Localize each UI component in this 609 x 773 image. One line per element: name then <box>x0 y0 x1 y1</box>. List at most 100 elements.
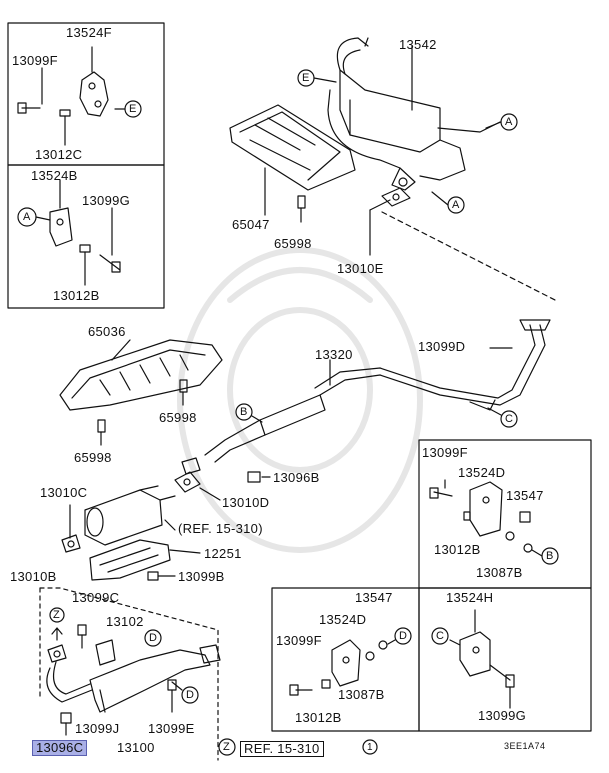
arrow-up-marker <box>51 627 63 641</box>
part-label-12251: 12251 <box>204 546 242 561</box>
part-label-13099J: 13099J <box>75 721 120 736</box>
part-label-13099F-lower: 13099F <box>276 633 322 648</box>
part-label-13099G-right: 13099G <box>478 708 527 723</box>
part-label-65998-upper: 65998 <box>274 236 312 251</box>
ref-marker-bottom <box>218 738 378 756</box>
part-label-13012B-right: 13012B <box>434 542 481 557</box>
diagram-code: 3EE1A74 <box>504 741 546 751</box>
part-label-13012C: 13012C <box>35 147 83 162</box>
part-label-13010B: 13010B <box>10 569 57 584</box>
bolt-13099C-drawing <box>77 624 87 649</box>
callout-letter-A-1: A <box>23 211 31 223</box>
part-label-13099C: 13099C <box>72 590 120 605</box>
part-label-13010C: 13010C <box>40 485 88 500</box>
front-pipe-13100-drawing <box>46 639 221 713</box>
nut-13096B-drawing <box>247 471 271 483</box>
catalytic-converter-drawing <box>61 485 176 553</box>
bolt-65998-lower <box>97 419 106 446</box>
hanger-13524D-upper-drawing <box>429 479 533 553</box>
callout-A-muffler-bottom <box>431 191 465 214</box>
part-label-13010E: 13010E <box>337 261 384 276</box>
part-label-13547-lower: 13547 <box>355 590 393 605</box>
bolt-65998-middle <box>179 379 188 406</box>
nut-13096C-drawing <box>60 712 72 736</box>
part-label-13547-right: 13547 <box>506 488 544 503</box>
heat-shield-65036-drawing <box>59 339 223 411</box>
ref-label-bottom: REF. 15-310 <box>240 741 324 757</box>
inset-box-13524F <box>7 22 165 166</box>
gasket-13010D-drawing <box>174 457 221 501</box>
front-pipe-dashed-box <box>39 587 219 761</box>
callout-letter-E-1: E <box>129 103 137 115</box>
callout-letter-A-3: A <box>452 199 460 211</box>
leader-dashed-13010E <box>381 211 556 301</box>
part-label-65998-middle: 65998 <box>159 410 197 425</box>
callout-Z-front <box>49 607 65 623</box>
part-label-65047: 65047 <box>232 217 270 232</box>
callout-letter-C-2: C <box>436 630 445 642</box>
hanger-13524F-drawing <box>17 46 126 146</box>
callout-E-top-left <box>124 100 142 118</box>
hanger-13524D-lower-drawing <box>289 639 388 696</box>
callout-B-center-pipe <box>235 403 263 423</box>
callout-letter-A-2: A <box>505 116 513 128</box>
part-label-13524F: 13524F <box>66 25 112 40</box>
part-label-13012B-lower: 13012B <box>295 710 342 725</box>
callout-letter-E-2: E <box>302 72 310 84</box>
part-label-13096B: 13096B <box>273 470 320 485</box>
callout-letter-D-2: D <box>186 689 195 701</box>
part-label-13010D: 13010D <box>222 495 270 510</box>
part-label-13524H: 13524H <box>446 590 494 605</box>
callout-letter-C-1: C <box>505 413 514 425</box>
center-pipe-13320-drawing <box>204 319 551 463</box>
ref-leader-15-310 <box>164 519 176 531</box>
callout-A-muffler-top <box>485 113 518 131</box>
callout-D-lower-box <box>387 627 412 645</box>
part-label-13096C-highlighted[interactable]: 13096C <box>32 740 88 756</box>
callout-letter-D-3: D <box>399 630 408 642</box>
part-label-13099G: 13099G <box>82 193 131 208</box>
part-label-13524B: 13524B <box>31 168 78 183</box>
ref-marker-number: 1 <box>367 742 373 753</box>
part-label-13087B-right: 13087B <box>476 565 523 580</box>
part-label-13320: 13320 <box>315 347 353 362</box>
callout-letter-B-2: B <box>546 550 554 562</box>
part-label-13102: 13102 <box>106 614 144 629</box>
ref-marker-letter: Z <box>223 741 231 753</box>
part-label-13099F-right: 13099F <box>422 445 468 460</box>
callout-C-lower-right-box <box>431 627 449 645</box>
part-label-13099D: 13099D <box>418 339 466 354</box>
callout-letter-B-1: B <box>240 406 248 418</box>
heat-shield-12251-drawing <box>89 539 201 581</box>
part-label-13099B: 13099B <box>178 569 225 584</box>
heat-shield-65047-drawing <box>229 104 356 216</box>
part-label-13099E: 13099E <box>148 721 195 736</box>
part-label-65998-lower: 65998 <box>74 450 112 465</box>
callout-E-muffler <box>297 69 337 87</box>
part-label-65036: 65036 <box>88 324 126 339</box>
bolt-13099B-drawing <box>147 571 176 581</box>
bolt-65998-upper <box>297 195 306 223</box>
callout-B-right-box <box>531 547 559 565</box>
callout-D-front-lower <box>171 681 199 704</box>
hanger-13524H-drawing <box>449 609 515 709</box>
inset-box-13524B <box>7 164 165 309</box>
callout-letter-Z: Z <box>53 609 61 621</box>
callout-C-center-pipe <box>487 407 518 428</box>
watermark-emblem <box>177 247 423 553</box>
inset-box-13524H <box>418 587 592 732</box>
ref-label-15-310: (REF. 15-310) <box>178 521 263 536</box>
part-label-13542: 13542 <box>399 37 437 52</box>
part-label-13100: 13100 <box>117 740 155 755</box>
callout-D-front-upper <box>144 629 162 647</box>
part-label-13087B-lower: 13087B <box>338 687 385 702</box>
callout-letter-D-1: D <box>149 632 158 644</box>
hanger-13524B-drawing <box>17 179 121 286</box>
part-label-13012B: 13012B <box>53 288 100 303</box>
bolt-13099E-drawing <box>167 679 177 713</box>
part-label-13099F: 13099F <box>12 53 58 68</box>
part-label-13524D-right: 13524D <box>458 465 506 480</box>
part-label-13524D-lower: 13524D <box>319 612 367 627</box>
